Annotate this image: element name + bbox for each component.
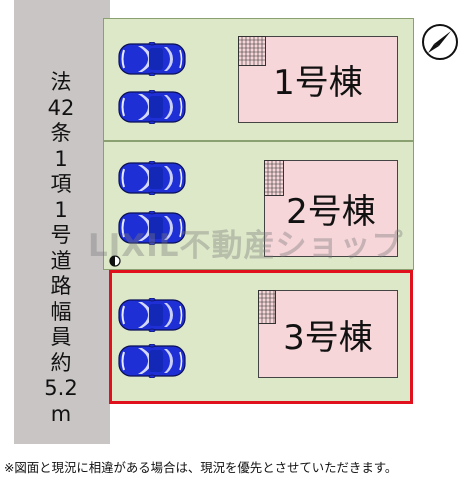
car-icon xyxy=(118,298,186,332)
disclaimer-note: ※図面と現況に相違がある場合は、現況を優先とさせていただきます。 xyxy=(4,460,398,475)
house-1-label: 1号棟 xyxy=(273,63,363,103)
car-icon xyxy=(118,42,186,76)
car-icon xyxy=(118,344,186,378)
house-2: 2号棟 xyxy=(264,160,398,257)
road-label: 法42条1項1号道路 幅員約5.2m xyxy=(44,70,78,426)
lot-3-highlight-outline xyxy=(109,270,413,404)
stair-grid-icon xyxy=(264,160,284,196)
meter-icon xyxy=(109,255,121,267)
watermark: LIXIL不動産ショップ xyxy=(88,228,404,264)
stair-grid-icon xyxy=(238,36,266,66)
house-2-label: 2号棟 xyxy=(286,192,376,232)
house-3-label: 3号棟 xyxy=(283,317,373,358)
north-arrow-icon xyxy=(422,24,458,60)
stair-grid-icon xyxy=(258,290,276,324)
house-3: 3号棟 xyxy=(258,290,398,378)
house-1: 1号棟 xyxy=(238,36,398,123)
car-icon xyxy=(118,161,186,195)
car-icon xyxy=(118,90,186,124)
road xyxy=(14,0,110,444)
